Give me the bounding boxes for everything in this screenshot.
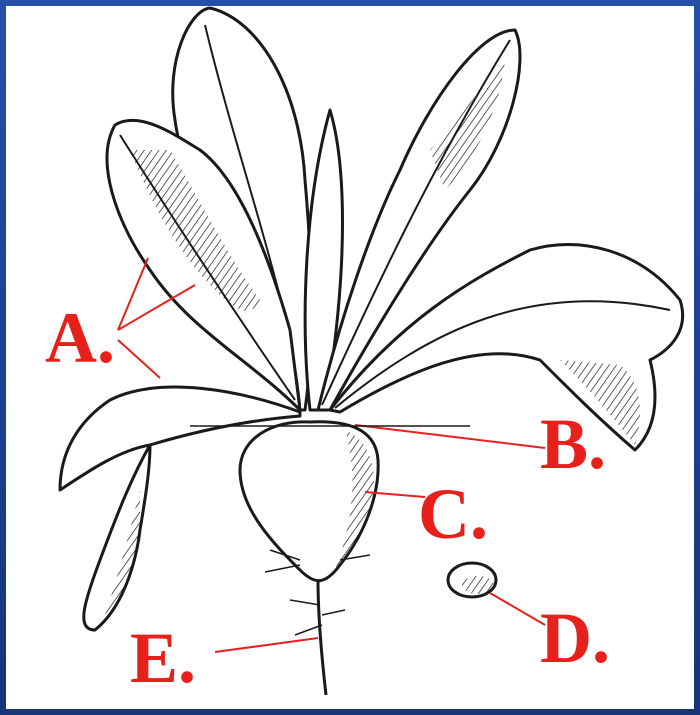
taproot xyxy=(318,580,326,695)
root xyxy=(240,422,378,695)
leader-d xyxy=(490,593,545,625)
leader-b xyxy=(355,425,545,448)
leader-a-upper xyxy=(118,258,148,330)
label-d: D. xyxy=(540,598,610,678)
seed-shade xyxy=(462,576,494,594)
leader-a-lower xyxy=(118,340,160,378)
label-c: C. xyxy=(418,474,488,554)
leader-e xyxy=(215,638,318,652)
label-b: B. xyxy=(540,404,606,484)
leaf-far-left xyxy=(84,445,150,630)
label-e: E. xyxy=(130,618,196,698)
leaves xyxy=(60,8,683,630)
label-a: A. xyxy=(45,298,115,378)
